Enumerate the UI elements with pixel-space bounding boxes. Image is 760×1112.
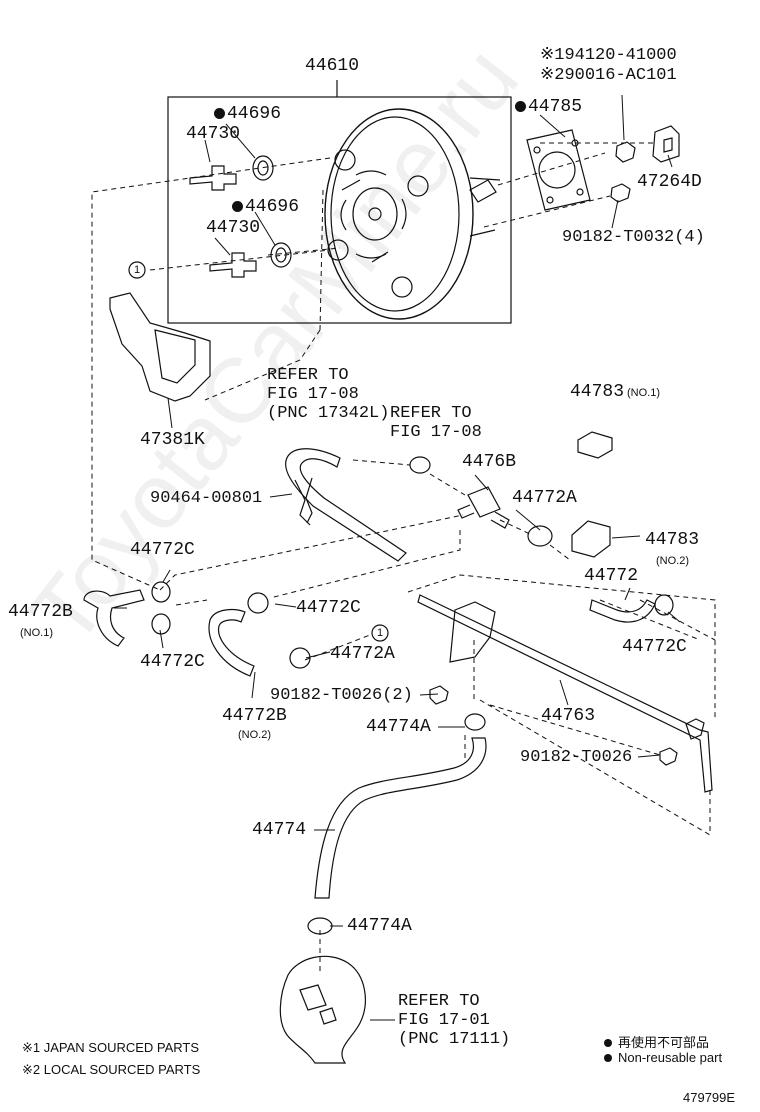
label-44730-top: 44730 bbox=[186, 124, 241, 144]
label-44772a-top: 44772A bbox=[512, 488, 577, 508]
brake-booster bbox=[324, 108, 501, 320]
diagram-id: 479799E bbox=[683, 1090, 736, 1105]
label-94120: ※194120-41000 bbox=[540, 46, 677, 65]
clamp-small-a bbox=[409, 456, 431, 474]
label-44696-mid: 44696 bbox=[232, 197, 299, 217]
label-90182-t0026: 90182-T0026 bbox=[520, 748, 633, 767]
clamp-44783-no2 bbox=[571, 520, 611, 558]
nonreusable-dot-icon bbox=[515, 101, 526, 112]
label-4476b: 4476B bbox=[462, 452, 517, 472]
hose-44772b-no1 bbox=[83, 589, 145, 647]
label-90182-t0032: 90182-T0032(4) bbox=[562, 228, 705, 247]
bolt-t0026-2 bbox=[429, 685, 449, 705]
note-japan-sourced: ※1 JAPAN SOURCED PARTS bbox=[22, 1040, 200, 1055]
note-nonreusable-jp: 再使用不可部品 bbox=[604, 1032, 709, 1051]
clamp-44774a-top bbox=[464, 713, 486, 731]
refer3-line2: FIG 17-01 bbox=[398, 1011, 490, 1030]
booster-frame bbox=[167, 96, 512, 324]
refer3-line3: (PNC 17111) bbox=[398, 1030, 511, 1049]
pipe-44763 bbox=[417, 594, 713, 793]
label-44730-mid: 44730 bbox=[206, 218, 261, 238]
intake-part bbox=[279, 955, 366, 1064]
label-44763: 44763 bbox=[541, 706, 596, 726]
label-44772c-mid: 44772C bbox=[296, 598, 361, 618]
bolt-t0026 bbox=[659, 747, 678, 766]
refer1-line1: REFER TO bbox=[267, 366, 349, 385]
label-90464: 90464-00801 bbox=[150, 489, 263, 508]
nonreusable-dot-icon bbox=[604, 1054, 612, 1062]
nonreusable-dot-icon bbox=[214, 108, 225, 119]
bolt-90182-t0032 bbox=[610, 183, 631, 203]
label-44774a-bottom: 44774A bbox=[347, 916, 412, 936]
label-44774a-top: 44774A bbox=[366, 717, 431, 737]
note-nonreusable-en: Non-reusable part bbox=[604, 1050, 722, 1065]
label-44783-no2-sub: (NO.2) bbox=[656, 555, 689, 567]
circle-ref-label-2: 1 bbox=[377, 627, 384, 639]
label-44696-top: 44696 bbox=[214, 104, 281, 124]
clamp-44772c-left-top bbox=[151, 581, 171, 603]
clamp-44774a-bottom bbox=[307, 917, 333, 935]
note-local-sourced: ※2 LOCAL SOURCED PARTS bbox=[22, 1062, 201, 1077]
check-valve-top bbox=[189, 155, 274, 191]
circle-ref-2 bbox=[371, 624, 389, 642]
label-44772: 44772 bbox=[584, 566, 639, 586]
union-4476b bbox=[457, 486, 510, 529]
hose-44774 bbox=[314, 737, 487, 899]
clamp-44772a-right bbox=[527, 525, 553, 547]
label-90182-t0026-2: 90182-T0026(2) bbox=[270, 686, 413, 705]
nut-94120 bbox=[615, 141, 636, 163]
refer3-line1: REFER TO bbox=[398, 992, 480, 1011]
label-44772c-left-bottom: 44772C bbox=[140, 652, 205, 672]
label-44783-no1-sub: (NO.1) bbox=[627, 387, 660, 399]
label-44772a-mid: 44772A bbox=[330, 644, 395, 664]
refer2-line1: REFER TO bbox=[390, 404, 472, 423]
pipe-bracket-end bbox=[685, 718, 705, 740]
bracket-47381k bbox=[109, 292, 211, 402]
label-47381k: 47381K bbox=[140, 430, 205, 450]
label-44772b-no1-sub: (NO.1) bbox=[20, 627, 53, 639]
refer2-line2: FIG 17-08 bbox=[390, 423, 482, 442]
circle-ref-1 bbox=[128, 261, 146, 279]
clamp-44772a-mid bbox=[289, 647, 311, 669]
clip-90464 bbox=[294, 477, 313, 526]
bracket-47264d bbox=[652, 125, 680, 163]
label-44772b-no2-sub: (NO.2) bbox=[238, 729, 271, 741]
gasket-44785 bbox=[526, 129, 591, 211]
hose-44772 bbox=[589, 599, 656, 623]
label-90016: ※290016-AC101 bbox=[540, 66, 677, 85]
pipe-bracket bbox=[449, 601, 496, 663]
hose-44772b-no2 bbox=[208, 609, 255, 677]
clamp-44772c-left-bottom bbox=[151, 613, 171, 635]
clamp-44772c-mid bbox=[247, 592, 269, 614]
label-44785: 44785 bbox=[515, 97, 582, 117]
label-44783-no2: 44783 bbox=[645, 530, 700, 550]
nonreusable-dot-icon bbox=[232, 201, 243, 212]
label-44772b-no1: 44772B bbox=[8, 602, 73, 622]
refer1-line2: FIG 17-08 bbox=[267, 385, 359, 404]
hose-17342l bbox=[285, 448, 407, 562]
label-44772b-no2: 44772B bbox=[222, 706, 287, 726]
label-47264d: 47264D bbox=[637, 172, 702, 192]
label-44772c-left-top: 44772C bbox=[130, 540, 195, 560]
label-44783-no1: 44783 bbox=[570, 382, 625, 402]
refer1-line3: (PNC 17342L) bbox=[267, 404, 390, 423]
label-44610: 44610 bbox=[305, 56, 360, 76]
label-44772c-right: 44772C bbox=[622, 637, 687, 657]
circle-ref-label-1: 1 bbox=[134, 264, 141, 276]
label-44774: 44774 bbox=[252, 820, 307, 840]
clamp-44783-no1 bbox=[577, 431, 613, 459]
clamp-44772c-right bbox=[654, 594, 674, 616]
nonreusable-dot-icon bbox=[604, 1039, 612, 1047]
